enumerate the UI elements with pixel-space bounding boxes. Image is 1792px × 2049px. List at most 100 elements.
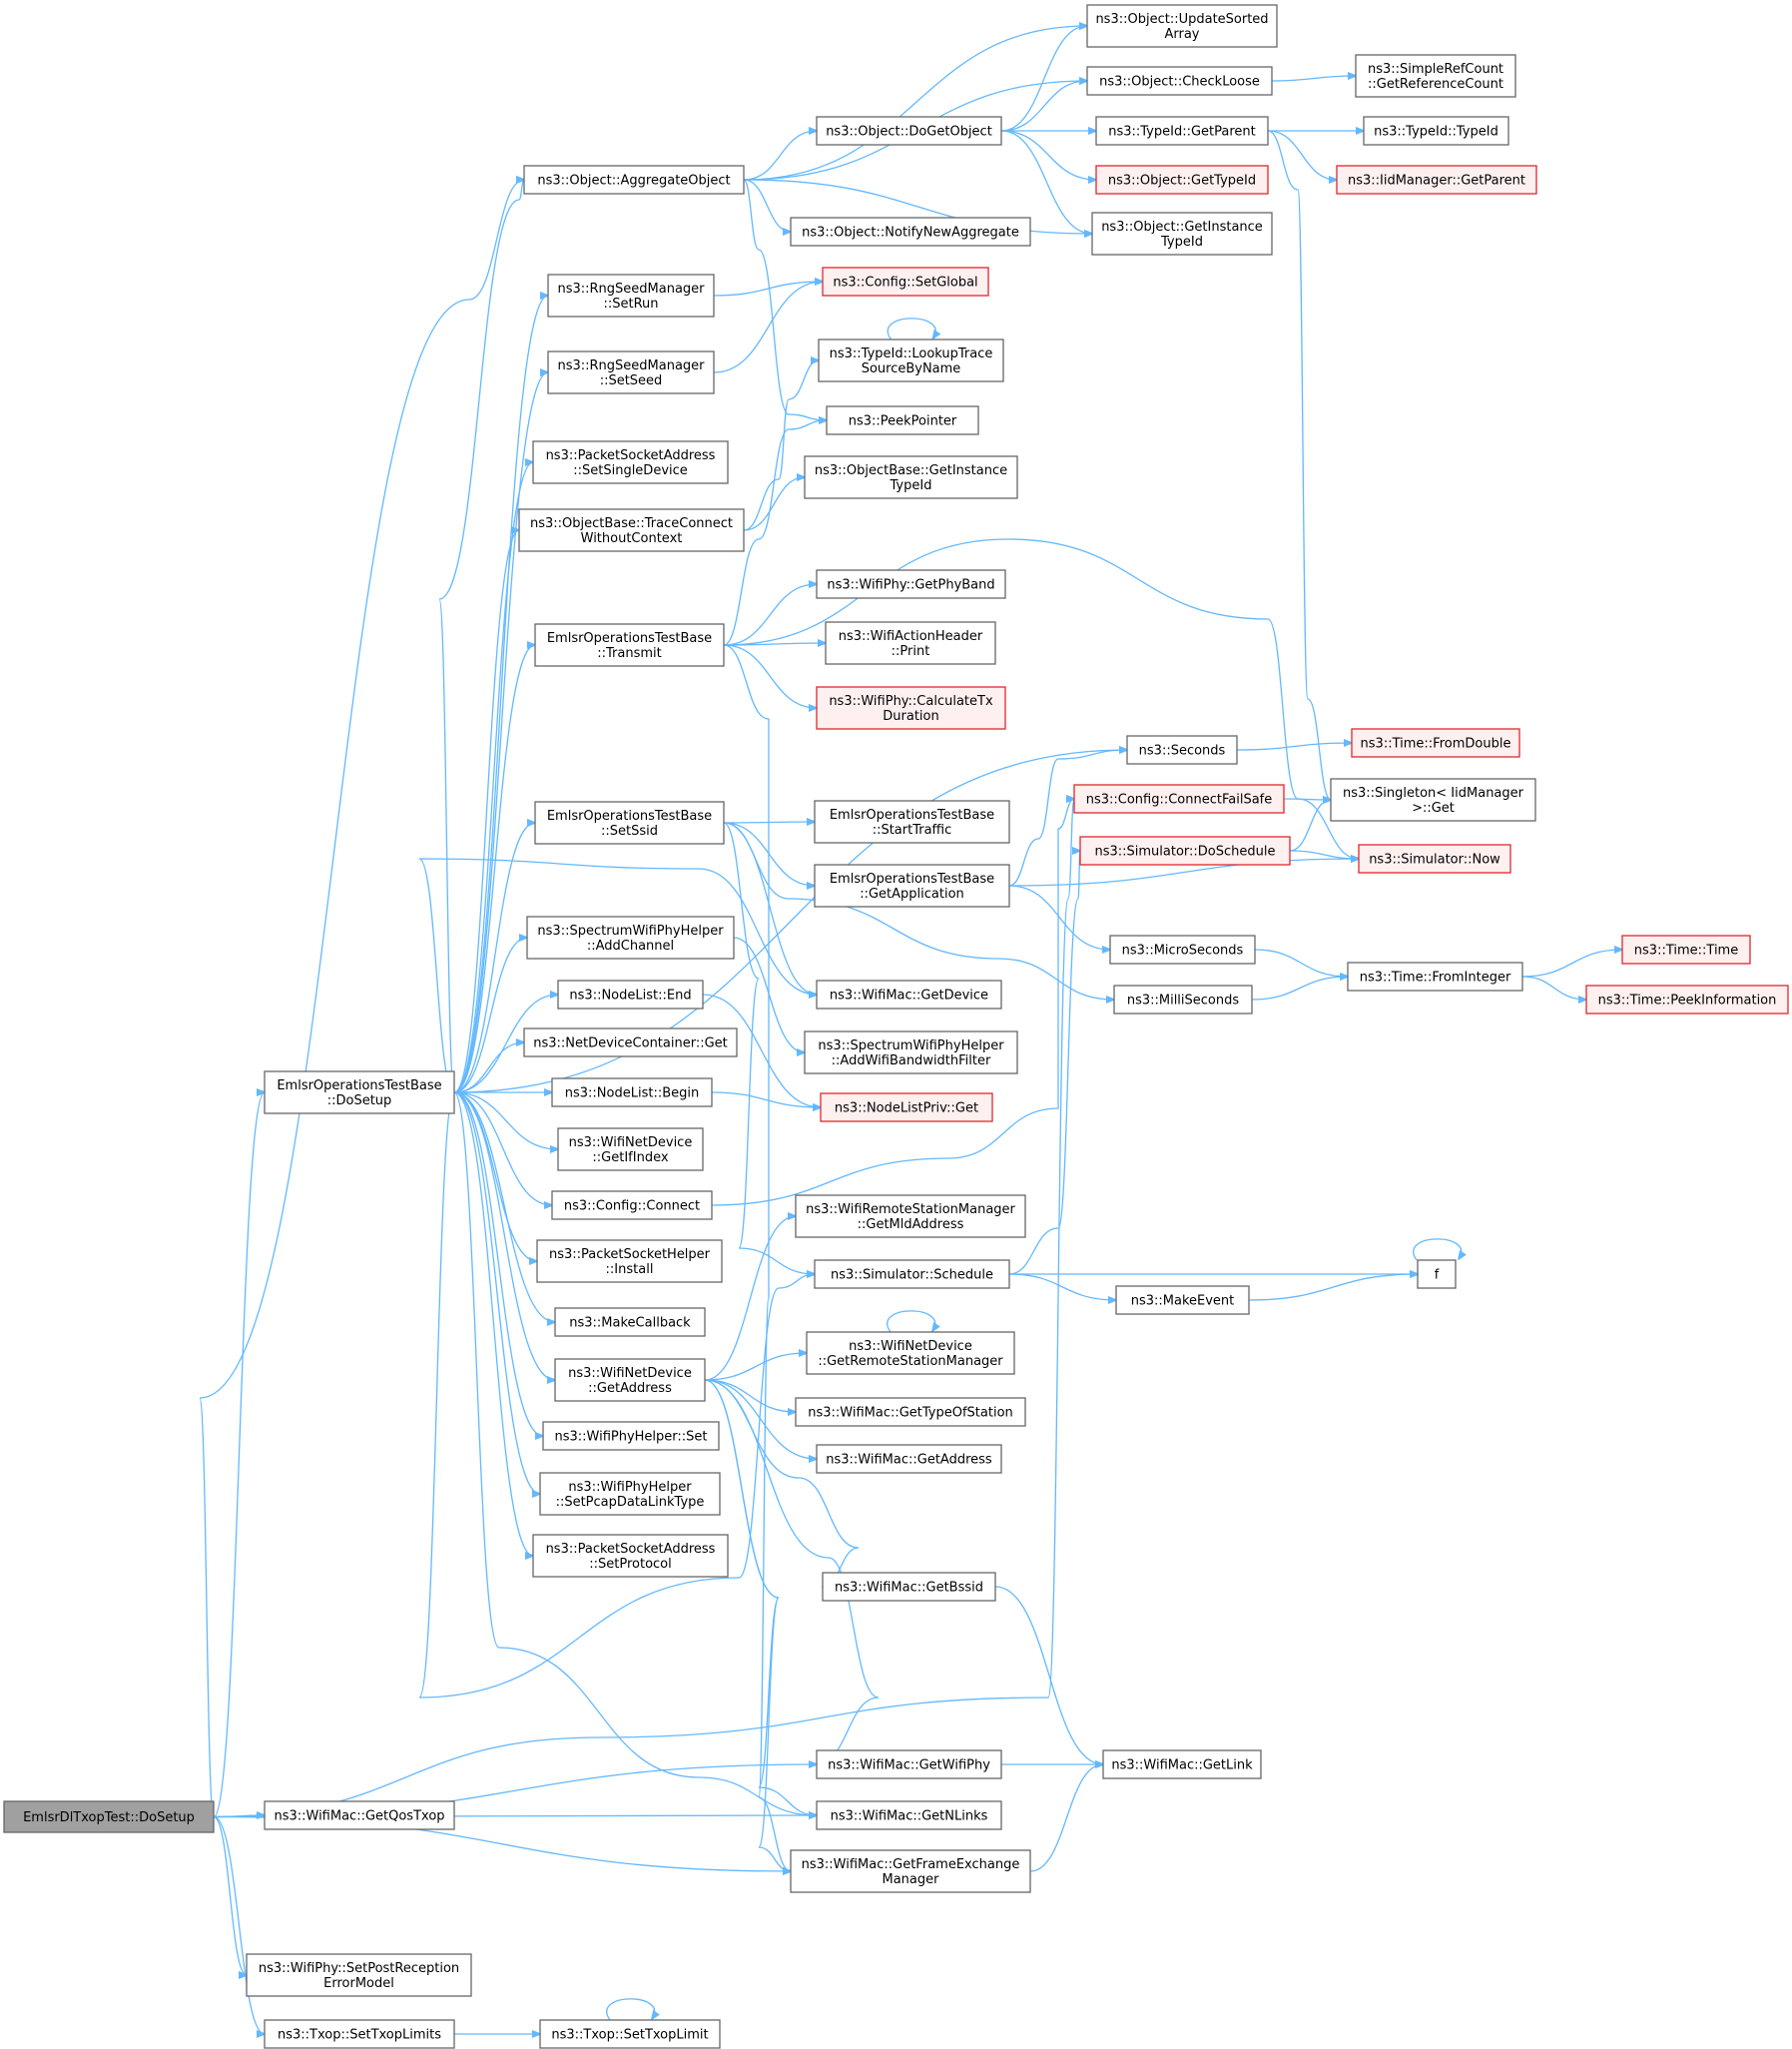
node-box [820,1092,993,1122]
node-label: ns3::WifiMac::GetFrameExchange [802,1857,1020,1872]
node-label: ::GetMldAddress [858,1217,964,1232]
node-getifindex[interactable]: ns3::WifiNetDevice::GetIfIndex [557,1127,704,1171]
node-getqostxop[interactable]: ns3::WifiMac::GetQosTxop [264,1800,455,1830]
node-makecallback[interactable]: ns3::MakeCallback [554,1307,706,1337]
node-configconnect[interactable]: ns3::Config::Connect [551,1190,713,1220]
node-label: ns3::WifiNetDevice [849,1339,972,1354]
node-label: ns3::WifiMac::GetNLinks [831,1809,988,1824]
node-frominteger[interactable]: ns3::Time::FromInteger [1347,962,1523,992]
node-pktsockinstall[interactable]: ns3::PacketSocketHelper::Install [536,1239,723,1283]
node-getnlinks[interactable]: ns3::WifiMac::GetNLinks [816,1800,1002,1830]
node-label: ns3::Config::ConnectFailSafe [1086,793,1273,808]
node-peekpointer[interactable]: ns3::PeekPointer [826,405,979,435]
node-nodelistprivget[interactable]: ns3::NodeListPriv::Get [820,1092,993,1122]
node-f[interactable]: f [1417,1259,1457,1289]
edge-lookuptrace-to-lookuptrace [887,318,935,340]
node-ndcget[interactable]: ns3::NetDeviceContainer::Get [523,1027,738,1057]
node-notifynewagg[interactable]: ns3::Object::NotifyNewAggregate [790,217,1031,247]
edge-traceconnect-to-lookuptrace [743,360,819,531]
node-makeevent[interactable]: ns3::MakeEvent [1115,1285,1250,1315]
node-addchannel[interactable]: ns3::SpectrumWifiPhyHelper::AddChannel [526,916,735,960]
node-setpcap[interactable]: ns3::WifiPhyHelper::SetPcapDataLinkType [539,1472,721,1516]
node-setseed[interactable]: ns3::RngSeedManager::SetSeed [547,350,715,394]
node-nodelistbegin[interactable]: ns3::NodeList::Begin [551,1077,713,1107]
edge-milliseconds-to-frominteger [1251,977,1348,1001]
node-fromdouble[interactable]: ns3::Time::FromDouble [1351,728,1520,758]
node-starttraffic[interactable]: EmlsrOperationsTestBase::StartTraffic [814,800,1010,844]
node-seconds[interactable]: ns3::Seconds [1126,735,1238,765]
node-configsetglobal[interactable]: ns3::Config::SetGlobal [822,267,989,297]
edge-getfem-to-getlink [1029,1764,1103,1872]
node-getwifiphy[interactable]: ns3::WifiMac::GetWifiPhy [816,1749,1002,1779]
node-settxoplimits[interactable]: ns3::Txop::SetTxopLimits [264,2019,455,2049]
node-getapplication[interactable]: EmlsrOperationsTestBase::GetApplication [814,864,1010,908]
node-label: ns3::PacketSocketAddress [546,448,716,463]
node-getmldaddress[interactable]: ns3::WifiRemoteStationManager::GetMldAdd… [795,1194,1026,1238]
edge-getapplication-to-simnow [1008,859,1359,887]
node-simnow[interactable]: ns3::Simulator::Now [1358,844,1511,874]
node-nodelistend[interactable]: ns3::NodeList::End [557,980,704,1010]
node-iidgetparent[interactable]: ns3::IidManager::GetParent [1336,165,1537,195]
node-label: ::SetPcapDataLinkType [556,1495,705,1510]
node-dogetobject[interactable]: ns3::Object::DoGetObject [816,116,1002,146]
node-getlink[interactable]: ns3::WifiMac::GetLink [1102,1749,1262,1779]
node-addbwfilter[interactable]: ns3::SpectrumWifiPhyHelper::AddWifiBandw… [804,1030,1018,1074]
node-box [818,339,1004,382]
node-label: ::SetProtocol [589,1557,672,1572]
node-box [542,1421,720,1451]
node-label: ::DoSetup [327,1093,392,1108]
node-getremotestation[interactable]: ns3::WifiNetDevice::GetRemoteStationMana… [806,1331,1015,1375]
node-microseconds[interactable]: ns3::MicroSeconds [1109,935,1256,965]
node-simplerefcount[interactable]: ns3::SimpleRefCount::GetReferenceCount [1355,54,1516,98]
node-label: ns3::Object::GetInstance [1101,220,1263,235]
node-phyhelperset[interactable]: ns3::WifiPhyHelper::Set [542,1421,720,1451]
node-label: ErrorModel [323,1976,394,1991]
node-netdevgetaddress[interactable]: ns3::WifiNetDevice::GetAddress [554,1358,706,1402]
node-label: ns3::ObjectBase::GetInstance [815,463,1007,478]
node-label: ::AddChannel [587,939,674,954]
node-traceconnect[interactable]: ns3::ObjectBase::TraceConnectWithoutCont… [518,508,745,552]
node-gettypeofstation[interactable]: ns3::WifiMac::GetTypeOfStation [795,1397,1026,1427]
node-checkloose[interactable]: ns3::Object::CheckLoose [1086,66,1273,96]
node-dosetup[interactable]: EmlsrOperationsTestBase::DoSetup [264,1070,455,1114]
node-connectfailsafe[interactable]: ns3::Config::ConnectFailSafe [1073,784,1285,814]
node-label: ::SetSingleDevice [573,463,688,478]
node-setrun[interactable]: ns3::RngSeedManager::SetRun [547,274,715,318]
node-milliseconds[interactable]: ns3::MilliSeconds [1113,985,1253,1015]
node-setssid[interactable]: EmlsrOperationsTestBase::SetSsid [534,801,725,845]
node-getbssid[interactable]: ns3::WifiMac::GetBssid [822,1572,996,1602]
node-actionprint[interactable]: ns3::WifiActionHeader::Print [825,621,996,665]
node-doschedule[interactable]: ns3::Simulator::DoSchedule [1079,836,1291,866]
node-simschedule[interactable]: ns3::Simulator::Schedule [814,1259,1010,1289]
node-settxoplimit[interactable]: ns3::Txop::SetTxopLimit [539,2019,721,2049]
node-transmit[interactable]: EmlsrOperationsTestBase::Transmit [534,623,725,667]
node-getphyband[interactable]: ns3::WifiPhy::GetPhyBand [816,569,1006,599]
node-label: ns3::WifiMac::GetQosTxop [274,1809,444,1824]
edge-root-to-aggregate [199,180,524,1818]
node-timetime[interactable]: ns3::Time::Time [1621,935,1751,965]
node-box [1363,116,1509,146]
node-label: ns3::TypeId::TypeId [1374,125,1498,140]
node-macgetaddress[interactable]: ns3::WifiMac::GetAddress [816,1444,1002,1474]
node-macgetdevice[interactable]: ns3::WifiMac::GetDevice [816,980,1002,1010]
node-typeidtypeid[interactable]: ns3::TypeId::TypeId [1363,116,1509,146]
node-peekinfo[interactable]: ns3::Time::PeekInformation [1585,985,1789,1015]
node-typeidgetparent[interactable]: ns3::TypeId::GetParent [1095,116,1269,146]
node-root[interactable]: EmlsrDlTxopTest::DoSetup [3,1800,215,1833]
node-box [246,1953,472,1997]
node-setsingledevice[interactable]: ns3::PacketSocketAddress::SetSingleDevic… [532,440,729,484]
node-objgettypeid[interactable]: ns3::Object::GetTypeId [1095,165,1269,195]
node-box [1086,4,1278,48]
node-setprotocol[interactable]: ns3::PacketSocketAddress::SetProtocol [532,1534,729,1578]
node-label: ns3::Object::CheckLoose [1099,75,1260,90]
node-aggregate[interactable]: ns3::Object::AggregateObject [523,165,745,195]
node-box [534,801,725,845]
node-singletonget[interactable]: ns3::Singleton< IidManager>::Get [1330,778,1536,822]
